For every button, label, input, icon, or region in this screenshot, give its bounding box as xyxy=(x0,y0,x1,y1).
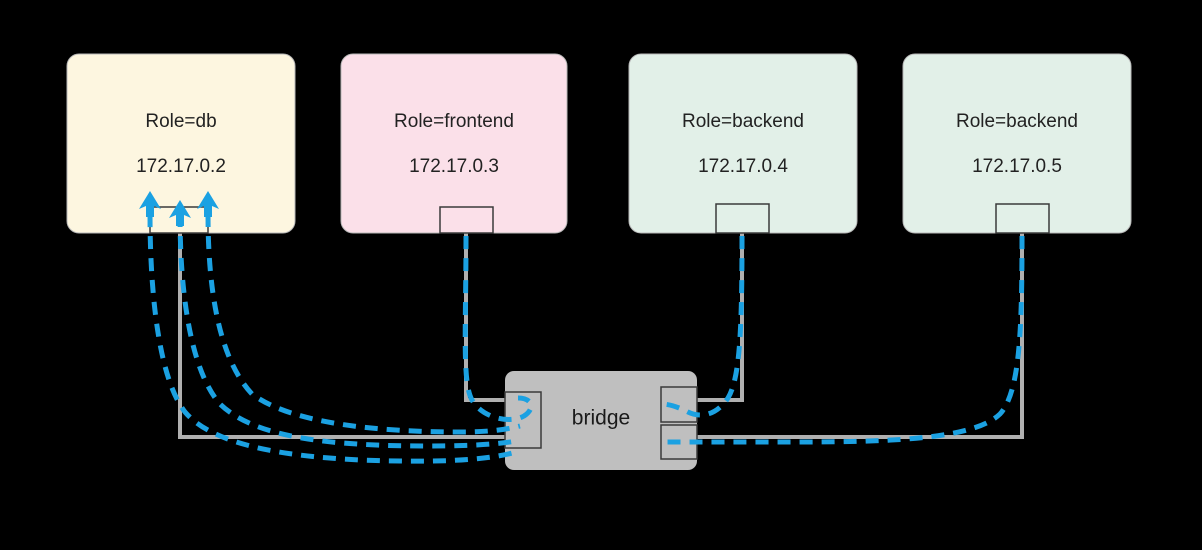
bridge-layer: bridge xyxy=(504,371,698,470)
node-frontend-port[interactable] xyxy=(439,206,494,234)
node-backend1-port[interactable] xyxy=(715,203,770,234)
connector-gray-4 xyxy=(697,233,1024,439)
node-db-role-label: Role=db xyxy=(145,111,216,132)
bridge-label: bridge xyxy=(572,407,630,430)
node-backend2-port[interactable] xyxy=(995,203,1050,234)
link-db-1[interactable] xyxy=(147,213,517,464)
bridge-body[interactable] xyxy=(505,371,697,470)
node-frontend[interactable]: Role=frontend 172.17.0.3 xyxy=(340,53,568,234)
link-db-2[interactable] xyxy=(177,213,517,449)
link-backend2[interactable] xyxy=(661,235,1025,445)
link-backend1[interactable] xyxy=(660,235,745,418)
arrow-db-3 xyxy=(197,191,219,217)
arrow-db-2 xyxy=(169,200,191,226)
node-backend1[interactable]: Role=backend 172.17.0.4 xyxy=(628,53,858,234)
bridge-port-right-upper[interactable] xyxy=(660,386,698,423)
link-db-3[interactable] xyxy=(205,213,521,435)
node-frontend-body[interactable] xyxy=(340,53,568,234)
node-backend1-ip-label: 172.17.0.4 xyxy=(698,156,788,177)
node-db-ip-label: 172.17.0.2 xyxy=(136,156,226,177)
connector-gray-1 xyxy=(178,233,625,439)
arrow-db-1 xyxy=(139,191,161,217)
node-backend1-role-label: Role=backend xyxy=(682,111,804,132)
arrowhead-layer xyxy=(139,191,219,226)
node-layer: Role=db 172.17.0.2 Role=frontend 172.17.0.3… xyxy=(66,53,1132,234)
connector-layer-blue xyxy=(147,213,1025,464)
node-backend2-ip-label: 172.17.0.5 xyxy=(972,156,1062,177)
node-frontend-role-label: Role=frontend xyxy=(394,111,514,132)
node-backend2-role-label: Role=backend xyxy=(956,111,1078,132)
node-backend2[interactable]: Role=backend 172.17.0.5 xyxy=(902,53,1132,234)
node-frontend-ip-label: 172.17.0.3 xyxy=(409,156,499,177)
link-frontend[interactable] xyxy=(462,235,534,422)
